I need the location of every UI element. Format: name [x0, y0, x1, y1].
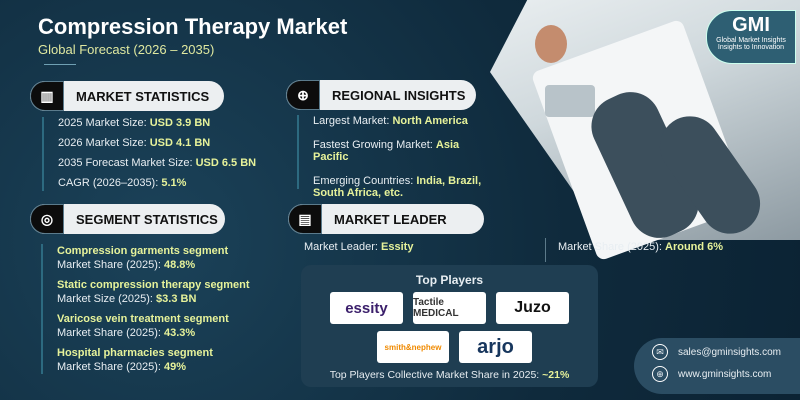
list-item: Largest Market: North America — [313, 115, 468, 127]
list-item: 2025 Market Size: USD 3.9 BN — [58, 117, 211, 129]
list-item: CAGR (2026–2035): 5.1% — [58, 177, 187, 189]
page-title: Compression Therapy Market — [38, 14, 348, 39]
contact-panel: ✉sales@gminsights.com ⊕www.gminsights.co… — [634, 338, 800, 394]
globe-icon: ⊕ — [652, 366, 668, 382]
market-leader-header: ▤MARKET LEADER — [288, 204, 484, 234]
list-item: 2026 Market Size: USD 4.1 BN — [58, 137, 211, 149]
globe-icon: ⊕ — [286, 80, 320, 110]
photo-compression-device — [545, 85, 595, 117]
page-subtitle: Global Forecast (2026 – 2035) — [38, 42, 215, 57]
smith-nephew-logo: smith&nephew — [377, 331, 449, 363]
photo-patient — [535, 25, 567, 63]
email-icon: ✉ — [652, 344, 668, 360]
gmi-logo: GMI Global Market Insights Insights to I… — [706, 10, 796, 64]
list-item: 2035 Forecast Market Size: USD 6.5 BN — [58, 157, 257, 169]
chart-icon: ▥ — [30, 81, 64, 111]
top-players-panel: Top Players essity Tactile MEDICAL Juzo … — [301, 265, 598, 387]
tactile-medical-logo: Tactile MEDICAL — [413, 292, 486, 324]
essity-logo: essity — [330, 292, 403, 324]
market-leader: Market Leader: Essity — [304, 241, 414, 253]
juzo-logo: Juzo — [496, 292, 569, 324]
target-icon: ◎ — [30, 204, 64, 234]
website-link[interactable]: ⊕www.gminsights.com — [652, 366, 800, 382]
market-statistics-list: 2025 Market Size: USD 3.9 BN 2026 Market… — [42, 117, 256, 191]
arjo-logo: arjo — [459, 331, 532, 363]
segment-statistics-header: ◎SEGMENT STATISTICS — [30, 204, 225, 234]
regional-insights-list: Largest Market: North America Fastest Gr… — [297, 115, 497, 199]
building-icon: ▤ — [288, 204, 322, 234]
list-item: Emerging Countries: India, Brazil, South… — [313, 175, 482, 199]
list-item: Fastest Growing Market: Asia Pacific — [313, 139, 460, 163]
regional-insights-header: ⊕REGIONAL INSIGHTS — [286, 80, 476, 110]
market-statistics-header: ▥MARKET STATISTICS — [30, 81, 224, 111]
market-leader-share: Market Share (2025): Around 6% — [558, 241, 724, 253]
divider — [44, 64, 76, 65]
divider — [545, 238, 546, 262]
email-link[interactable]: ✉sales@gminsights.com — [652, 344, 800, 360]
top-players-share: Top Players Collective Market Share in 2… — [329, 369, 570, 381]
